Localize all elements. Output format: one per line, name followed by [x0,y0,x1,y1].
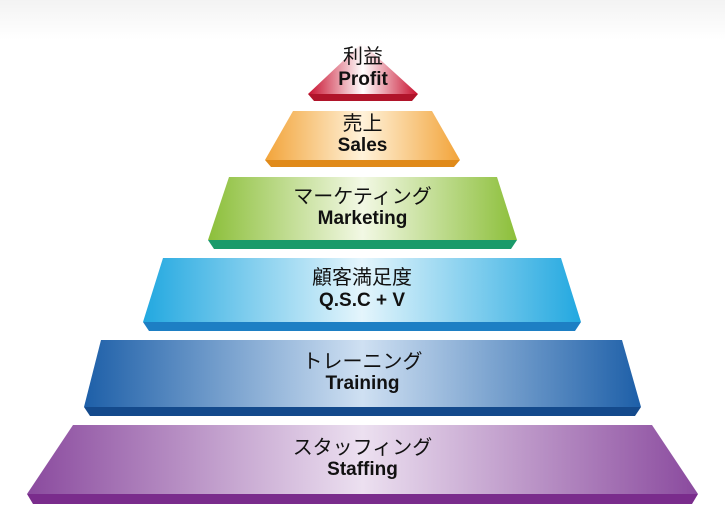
level-label-training: トレーニング Training [213,348,513,396]
pyramid-level-marketing [208,177,517,240]
level-en-text: Profit [338,68,388,90]
level-label-customer-satisfaction: 顧客満足度 Q.S.C + V [212,265,512,312]
level-en-text: Marketing [317,208,408,230]
level-en-text: Sales [337,135,388,157]
pyramid-level-base-sales [265,160,460,167]
level-jp-text: スタッフィング [292,434,433,459]
level-jp-text: マーケティング [293,183,432,208]
level-label-staffing: スタッフィング Staffing [213,434,513,482]
pyramid-level-staffing [27,425,698,494]
pyramid-level-base-customer-satisfaction [143,322,581,331]
level-jp-text: トレーニング [302,348,423,373]
level-en-text: Staffing [327,459,398,481]
level-en-text: Q.S.C + V [318,289,406,311]
pyramid-level-customer-satisfaction [143,258,581,322]
pyramid-level-base-staffing [27,494,698,504]
pyramid-level-base-profit [308,94,418,101]
pyramid-level-base-marketing [208,240,517,249]
pyramid-level-sales [265,111,460,160]
level-jp-text: 利益 [343,44,383,68]
level-label-profit: 利益 Profit [213,44,513,91]
level-jp-text: 売上 [342,110,383,135]
pyramid-level-profit [308,44,418,94]
pyramid-level-base-training [84,407,641,416]
level-label-sales: 売上 Sales [213,110,513,158]
level-label-marketing: マーケティング Marketing [213,183,513,231]
pyramid-level-training [84,340,641,407]
level-jp-text: 顧客満足度 [312,265,412,289]
level-en-text: Training [325,373,400,395]
